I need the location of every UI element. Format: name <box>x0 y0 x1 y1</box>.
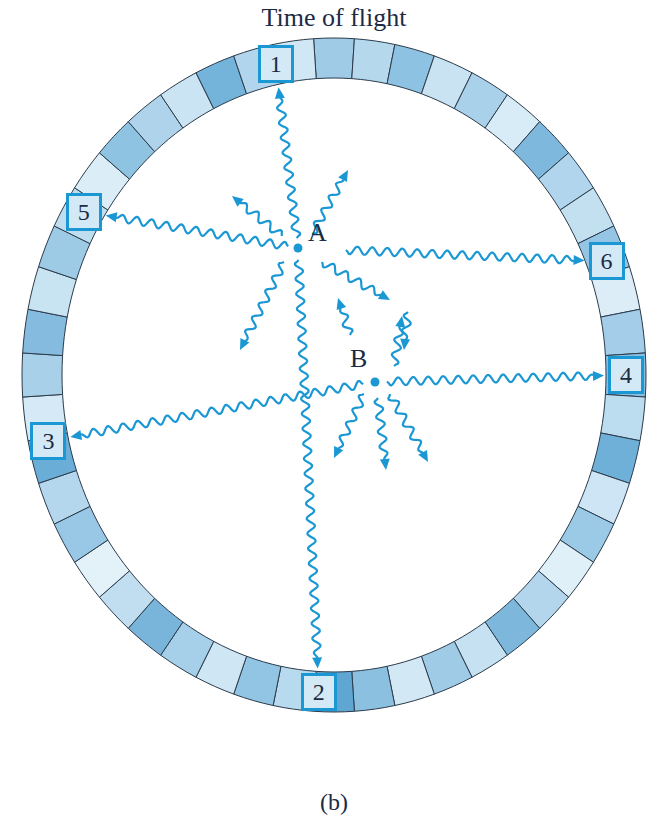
gamma-ray-path <box>387 373 596 386</box>
gamma-ray-path <box>340 306 352 335</box>
gamma-ray-path <box>244 262 284 343</box>
source-label: A <box>308 220 327 246</box>
gamma-ray-path <box>78 381 363 437</box>
gamma-ray-path <box>346 247 577 263</box>
annihilation-point <box>371 378 380 387</box>
source-label: B <box>350 346 367 372</box>
arrowhead <box>312 657 322 668</box>
detector-segment <box>605 353 646 397</box>
gamma-ray-path <box>322 262 383 296</box>
gamma-ray-path <box>375 398 388 462</box>
detector-segment <box>578 226 629 280</box>
gamma-ray-path <box>114 215 289 248</box>
arrowhead <box>395 316 405 328</box>
detector-number: 4 <box>618 363 634 387</box>
detector-number: 5 <box>76 200 92 224</box>
arrowhead <box>593 371 604 381</box>
detector-number: 1 <box>268 52 284 76</box>
arrowhead <box>380 459 390 470</box>
detector-box: 2 <box>301 673 337 711</box>
detector-number: 6 <box>599 249 615 273</box>
detector-segment <box>601 309 646 355</box>
arrowhead <box>418 450 428 462</box>
gamma-ray-path <box>295 260 320 661</box>
detector-segment <box>54 188 108 244</box>
detector-box: 6 <box>589 242 625 280</box>
arrowhead <box>232 196 244 207</box>
arrowhead <box>106 212 118 222</box>
photon-paths <box>70 87 604 668</box>
gamma-ray-path <box>392 324 403 366</box>
detector-box: 4 <box>608 356 644 394</box>
detector-segment <box>352 666 395 711</box>
detector-segment <box>22 353 63 397</box>
detector-number: 3 <box>40 429 56 453</box>
gamma-ray-path <box>277 95 300 238</box>
gamma-ray-path <box>337 394 364 451</box>
arrowhead <box>70 430 82 440</box>
gamma-ray-path <box>388 394 424 455</box>
detector-segment <box>314 38 355 79</box>
figure-title: Time of flight <box>262 5 407 31</box>
detector-segment <box>387 656 434 705</box>
arrowhead <box>334 446 343 458</box>
arrowhead <box>378 290 390 300</box>
annihilation-point <box>294 244 303 253</box>
arrowhead <box>573 255 584 265</box>
gamma-ray-path <box>238 201 282 236</box>
detector-ring <box>22 38 646 712</box>
arrowhead <box>337 298 347 310</box>
arrowhead <box>240 338 249 350</box>
arrowhead <box>400 339 410 350</box>
detector-box: 1 <box>258 45 294 83</box>
arrowhead <box>275 87 285 99</box>
detector-box: 5 <box>66 193 102 231</box>
figure-caption: (b) <box>320 790 348 814</box>
arrowhead <box>338 170 348 182</box>
detector-box: 3 <box>30 422 66 460</box>
detector-number: 2 <box>311 680 327 704</box>
